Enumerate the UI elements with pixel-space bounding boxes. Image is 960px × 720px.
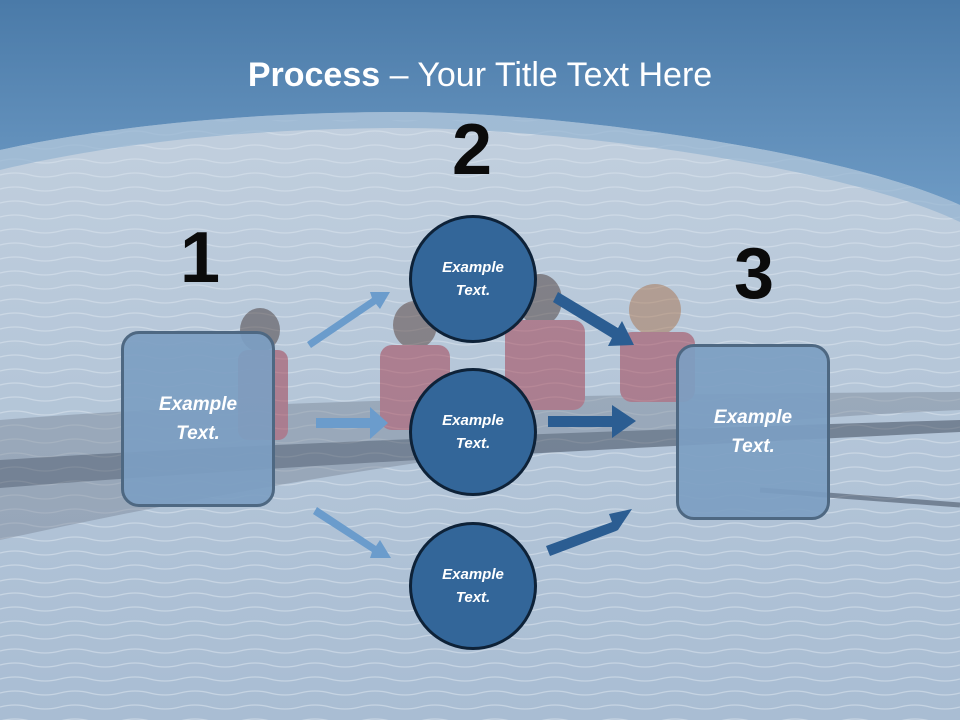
title-bold: Process: [247, 56, 381, 94]
step-number-1: 1: [179, 218, 221, 298]
step-box-3-label: Example Text.: [713, 407, 793, 457]
step-number-3: 3: [733, 234, 775, 314]
process-circle-bottom: Example Text.: [409, 522, 537, 650]
process-circle-top-label: Example Text.: [442, 259, 504, 299]
step-box-1: Example Text.: [121, 331, 275, 507]
step-box-1-label: Example Text.: [158, 394, 238, 444]
slide-title: Process – Your Title Text Here: [0, 52, 960, 98]
arrow-right: [316, 407, 388, 439]
arrow-up-right: [307, 292, 390, 348]
step-box-3: Example Text.: [676, 344, 830, 520]
arrow-up-right-dark: [546, 509, 632, 556]
step-number-2: 2: [451, 110, 493, 190]
title-rest: – Your Title Text Here: [380, 56, 713, 94]
process-circle-top: Example Text.: [409, 215, 537, 343]
arrows: [307, 292, 636, 558]
arrow-right-dark: [548, 405, 636, 438]
process-circle-bottom-label: Example Text.: [442, 566, 504, 606]
process-circle-middle: Example Text.: [409, 368, 537, 496]
process-circle-middle-label: Example Text.: [442, 412, 504, 452]
arrow-down-right-dark: [553, 292, 634, 346]
arrow-down-right: [313, 507, 391, 558]
